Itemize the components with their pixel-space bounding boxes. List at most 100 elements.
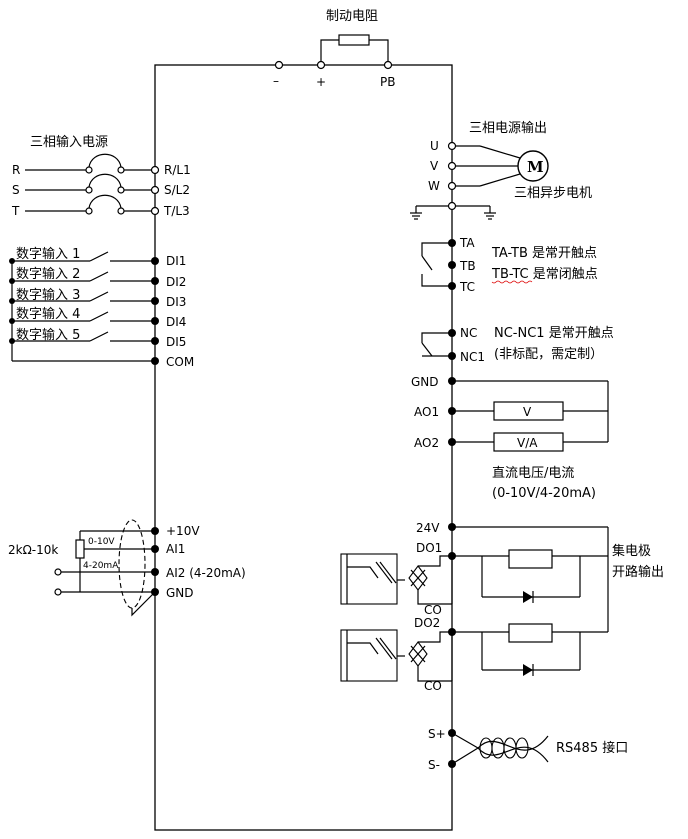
relay-nc-note1: NC-NC1 是常开触点	[494, 326, 614, 341]
terminal-tl3[interactable]	[150, 206, 160, 216]
terminal-di4[interactable]	[151, 317, 159, 325]
motor-symbol-letter: M	[527, 158, 544, 176]
do2-co-label: CO	[424, 679, 442, 693]
terminal-sl2-label: S/L2	[164, 183, 190, 197]
terminal-rl1[interactable]	[150, 165, 160, 175]
terminal-pe[interactable]	[447, 201, 457, 211]
digital-input-2: 数字输入 2 DI2	[9, 266, 186, 289]
terminal-do2-label: DO2	[414, 616, 440, 630]
terminal-rl1-label: R/L1	[164, 163, 191, 177]
analog-output-caption1: 直流电压/电流	[492, 466, 574, 481]
rs485-section: S+ S- RS485 接口	[428, 727, 628, 772]
terminal-plus-label: +	[316, 75, 326, 89]
terminal-24v-label: 24V	[416, 521, 440, 535]
terminal-pb[interactable]	[383, 60, 393, 70]
digital-inputs-section: COM 数字输入 1 DI1 数字输入 2 DI2 数字输入 3	[9, 246, 194, 369]
analog-outputs-section: GND AO1 AO2 V V/A 直流电压/电流 (0-10V/4-20mA)	[411, 375, 609, 501]
do1-co-label: CO	[424, 603, 442, 617]
power-input-section: 三相输入电源 R R/L1 S S/L2 T	[11, 134, 191, 218]
terminal-v-label: V	[430, 159, 439, 173]
terminal-di1[interactable]	[151, 257, 159, 265]
digital-input-5: 数字输入 5 DI5	[9, 327, 186, 349]
terminal-minus[interactable]	[274, 60, 284, 70]
do2-diode	[523, 664, 533, 676]
power-input-title: 三相输入电源	[30, 134, 108, 150]
inverter-body	[154, 64, 453, 831]
brake-resistor-section: 制动电阻 – + PB	[273, 9, 395, 89]
motor-symbol	[517, 150, 549, 182]
terminal-gnd-left[interactable]	[151, 588, 159, 596]
terminal-nc-label: NC	[460, 326, 477, 340]
meter-v-box	[493, 401, 564, 421]
motor-output-section: 三相电源输出 U V W M 三相异步电机	[410, 120, 592, 220]
terminal-u[interactable]	[447, 141, 457, 151]
digital-input-1: 数字输入 1 DI1	[9, 246, 186, 268]
terminal-tb-label: TB	[459, 259, 476, 273]
terminal-plus10v[interactable]	[151, 527, 159, 535]
do1-load-resistor	[508, 549, 553, 569]
twist-coil-1	[479, 737, 493, 759]
do1-diode	[523, 591, 533, 603]
terminal-tl3-label: T/L3	[163, 204, 190, 218]
meter-v-label: V	[523, 405, 532, 419]
phase-t-label: T	[11, 204, 20, 218]
phase-t: T T/L3	[11, 194, 190, 218]
relay-ta-section: TA TB TC TA-TB 是常开触点 TB-TC 是常闭触点	[421, 236, 598, 294]
phase-r: R R/L1	[12, 153, 191, 177]
motor-label: 三相异步电机	[514, 186, 592, 201]
brake-resistor-title: 制动电阻	[326, 9, 378, 24]
terminal-tb[interactable]	[448, 261, 456, 269]
terminal-di5-label: DI5	[166, 335, 186, 349]
spellcheck-underline	[491, 280, 533, 284]
digital-input-3-label: 数字输入 3	[16, 287, 80, 303]
analog-output-caption2: (0-10V/4-20mA)	[492, 486, 596, 501]
rs485-label: RS485 接口	[556, 740, 628, 756]
terminal-minus-label: –	[273, 74, 279, 88]
shield-ellipse	[118, 519, 146, 609]
terminal-pb-label: PB	[380, 75, 395, 89]
terminal-ta-label: TA	[459, 236, 475, 250]
phase-s-label: S	[12, 183, 20, 197]
terminal-s-plus-label: S+	[428, 727, 446, 741]
relay-ta-note2: TB-TC 是常闭触点	[491, 267, 598, 282]
range-0-10v: 0-10V	[88, 537, 115, 547]
terminal-gnd-left-label: GND	[166, 586, 194, 600]
digital-outputs-section: 24V 集电极 开路输出 DO1	[340, 521, 664, 693]
digital-input-4: 数字输入 4 DI4	[9, 306, 186, 329]
terminal-sl2[interactable]	[150, 185, 160, 195]
terminal-di3-label: DI3	[166, 295, 186, 309]
twist-coil-4	[515, 737, 529, 759]
meter-va-box	[493, 432, 564, 452]
phase-r-label: R	[12, 163, 20, 177]
do-caption2: 开路输出	[612, 564, 664, 580]
terminal-ai1[interactable]	[151, 545, 159, 553]
terminal-di2[interactable]	[151, 277, 159, 285]
do2-load-resistor	[508, 623, 553, 643]
do-caption1: 集电极	[612, 543, 651, 559]
terminal-u-label: U	[430, 139, 439, 153]
terminal-s-minus-label: S-	[428, 758, 440, 772]
terminal-w[interactable]	[447, 181, 457, 191]
terminal-ai1-label: AI1	[166, 542, 185, 556]
terminal-tc-label: TC	[459, 280, 475, 294]
terminal-plus10v-label: +10V	[166, 524, 200, 538]
terminal-ai2[interactable]	[151, 568, 159, 576]
terminal-di5[interactable]	[151, 337, 159, 345]
terminal-di3[interactable]	[151, 297, 159, 305]
terminal-ao2-label: AO2	[414, 436, 439, 450]
terminal-ao1-label: AO1	[414, 405, 439, 419]
terminal-di4-label: DI4	[166, 315, 186, 329]
potentiometer-label: 2kΩ-10k	[8, 543, 58, 557]
terminal-di2-label: DI2	[166, 275, 186, 289]
motor-output-title: 三相电源输出	[469, 120, 547, 136]
terminal-com-label: COM	[166, 355, 194, 369]
digital-input-3: 数字输入 3 DI3	[9, 287, 186, 309]
digital-input-1-label: 数字输入 1	[16, 246, 80, 262]
brake-resistor-symbol	[338, 34, 370, 46]
terminal-plus[interactable]	[316, 60, 326, 70]
potentiometer-symbol	[75, 539, 85, 559]
terminal-v[interactable]	[447, 161, 457, 171]
terminal-do1-label: DO1	[416, 541, 442, 555]
relay-ta-note1: TA-TB 是常开触点	[491, 246, 597, 261]
